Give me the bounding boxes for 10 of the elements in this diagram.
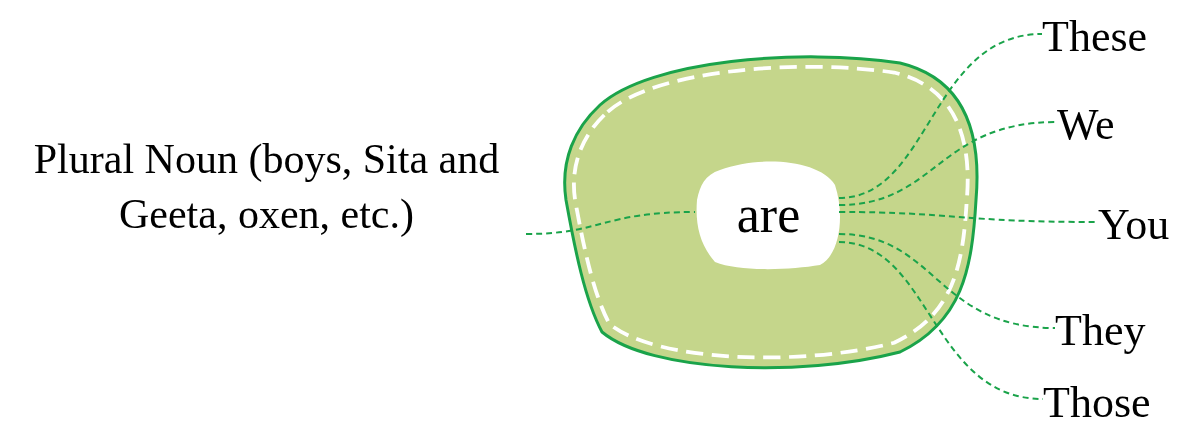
pronoun-label: Those [1043, 377, 1152, 425]
pronoun-label: They [1055, 305, 1147, 357]
pronoun-label: These [1042, 11, 1149, 63]
noun-label: Plural Noun (boys, Sita and Geeta, oxen, etc.) [32, 135, 501, 239]
connector-line [838, 233, 1056, 329]
connector-line [838, 33, 1043, 199]
verb-label: are [736, 185, 801, 246]
connector-line [525, 211, 696, 235]
pronoun-label: We [1057, 99, 1116, 151]
pronoun-label: You [1098, 199, 1171, 251]
